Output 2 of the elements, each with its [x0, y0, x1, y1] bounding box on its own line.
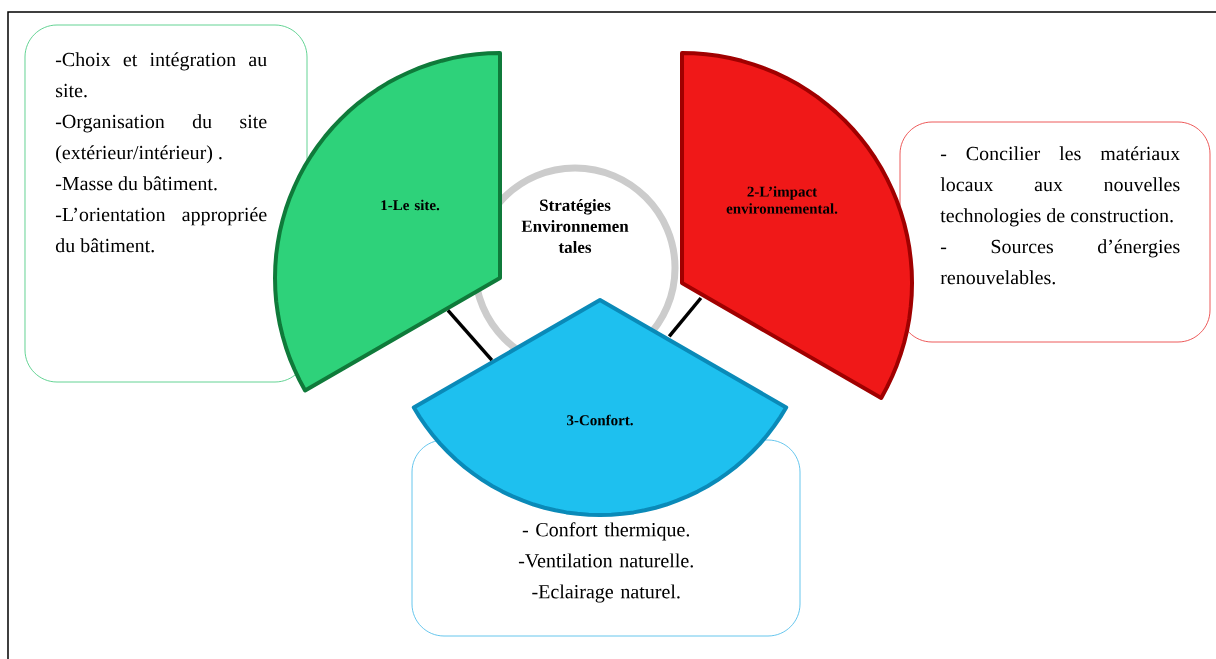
connector-line [667, 296, 703, 338]
connector-line [446, 309, 494, 362]
